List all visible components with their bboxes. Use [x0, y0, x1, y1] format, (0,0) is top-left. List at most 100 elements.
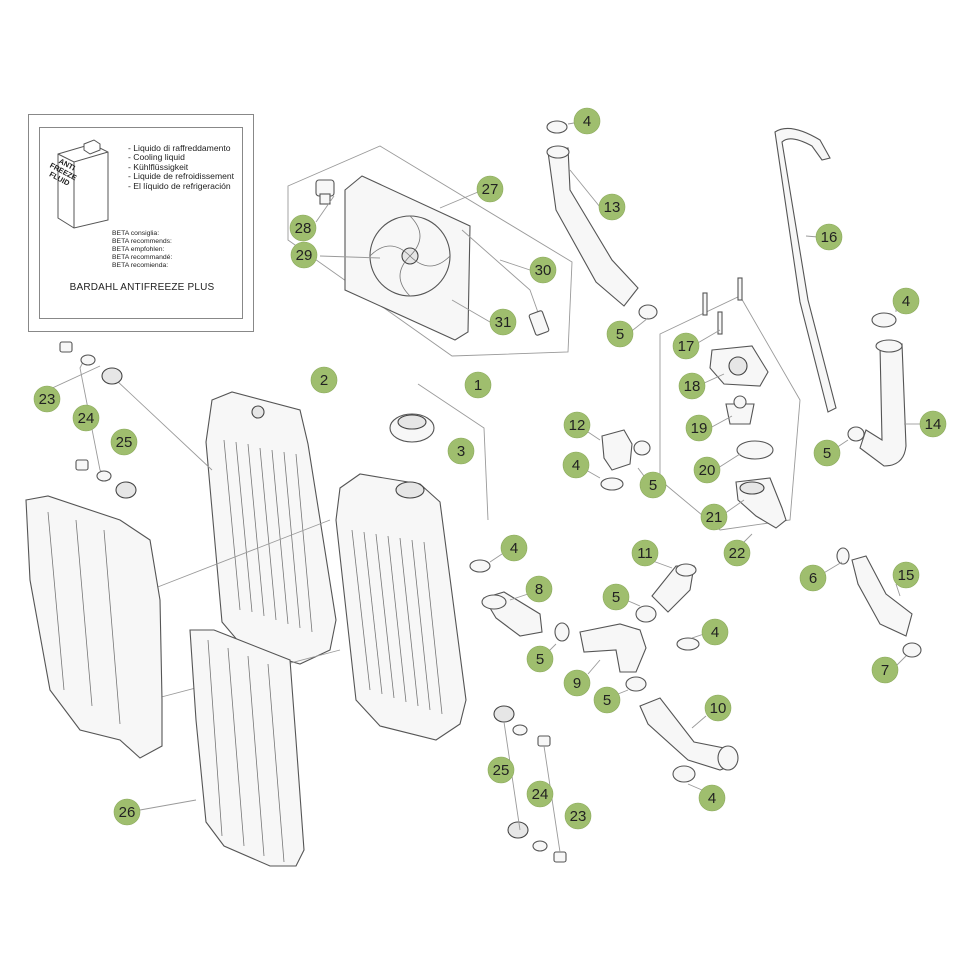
hose-14-end	[875, 339, 903, 353]
t-piece-9	[579, 623, 647, 673]
callout-badge	[529, 256, 557, 284]
part-callout-20: 20	[693, 456, 721, 484]
part-callout-4: 4	[500, 534, 528, 562]
recommend-fr: BETA recommandé:	[112, 254, 173, 261]
callout-number: 28	[295, 220, 312, 237]
part-callout-12: 12	[563, 411, 591, 439]
grommet	[115, 481, 137, 499]
hose-11-end	[675, 563, 697, 577]
part-callout-15: 15	[892, 561, 920, 589]
washer	[96, 470, 112, 482]
radiator-left-filler	[251, 405, 265, 419]
callout-number: 4	[711, 624, 719, 641]
part-callout-5: 5	[602, 583, 630, 611]
coolant-name-en: Cooling liquid	[128, 152, 234, 162]
hose-13	[547, 147, 639, 307]
hose-13-end	[546, 145, 570, 159]
part-callout-4: 4	[892, 287, 920, 315]
grommet	[101, 367, 123, 385]
hose-clamp	[902, 642, 922, 658]
washer	[512, 724, 528, 736]
hose-clamp-ring	[625, 676, 647, 692]
callout-number: 4	[708, 790, 716, 807]
part-callout-23: 23	[33, 385, 61, 413]
callout-badge	[447, 437, 475, 465]
pin	[717, 311, 723, 335]
callout-badge	[72, 404, 100, 432]
callout-badge	[598, 193, 626, 221]
part-callout-1: 1	[464, 371, 492, 399]
callout-badge	[701, 618, 729, 646]
part-callout-17: 17	[672, 332, 700, 360]
hose-clamp-ring	[638, 304, 658, 320]
callout-badge	[487, 756, 515, 784]
callout-badge	[704, 694, 732, 722]
recommend-de: BETA empfohlen:	[112, 246, 165, 253]
callout-number: 5	[603, 692, 611, 709]
callout-badge	[476, 175, 504, 203]
callout-number: 27	[482, 181, 499, 198]
part-callout-18: 18	[678, 372, 706, 400]
hose-clamp	[546, 120, 568, 134]
part-callout-13: 13	[598, 193, 626, 221]
part-callout-10: 10	[704, 694, 732, 722]
callout-number: 3	[457, 443, 465, 460]
hose-clamp-ring	[554, 622, 570, 642]
hose-clamp-ring	[635, 605, 657, 623]
callout-badge	[639, 471, 667, 499]
thermostat-port	[728, 356, 748, 376]
callout-badge	[562, 451, 590, 479]
bolt	[75, 459, 89, 471]
coolant-name-es: El líquido de refrigeración	[128, 181, 234, 191]
recommend-en: BETA recommends:	[112, 238, 172, 245]
callout-number: 5	[823, 445, 831, 462]
callout-badge	[113, 798, 141, 826]
part-callout-5: 5	[606, 320, 634, 348]
callout-number: 5	[649, 477, 657, 494]
callout-badge	[602, 583, 630, 611]
hose-15	[851, 555, 913, 637]
hose-clamp	[469, 559, 491, 573]
recommend-es: BETA recomienda:	[112, 262, 169, 269]
pin	[737, 277, 743, 301]
callout-number: 8	[535, 581, 543, 598]
recommend-it: BETA consiglia:	[112, 230, 160, 237]
callout-badge	[500, 534, 528, 562]
callout-badge	[919, 410, 947, 438]
leader-1	[417, 383, 489, 521]
callout-number: 1	[474, 377, 482, 394]
fan-blade-lines	[369, 215, 451, 297]
thermostat-cover-port	[739, 481, 765, 495]
part-callout-5: 5	[526, 645, 554, 673]
coolant-info-box: ANTI FREEZE FLUID Liquido di raffreddame…	[28, 114, 254, 332]
part-callout-29: 29	[290, 241, 318, 269]
part-callout-22: 22	[723, 539, 751, 567]
part-callout-25: 25	[110, 428, 138, 456]
callout-number: 25	[116, 434, 133, 451]
callout-badge	[33, 385, 61, 413]
part-callout-30: 30	[529, 256, 557, 284]
callout-badge	[813, 439, 841, 467]
callout-number: 26	[119, 804, 136, 821]
elbow-8-end	[481, 594, 507, 610]
callout-badge	[563, 411, 591, 439]
callout-number: 13	[604, 199, 621, 216]
callout-badge	[815, 223, 843, 251]
part-callout-26: 26	[113, 798, 141, 826]
callout-number: 18	[684, 378, 701, 395]
callout-number: 7	[881, 662, 889, 679]
callout-badge	[693, 456, 721, 484]
radiator-right-filler-neck	[395, 481, 425, 499]
callout-number: 9	[573, 675, 581, 692]
part-callout-14: 14	[919, 410, 947, 438]
part-callout-6: 6	[799, 564, 827, 592]
callout-number: 6	[809, 570, 817, 587]
bolt	[537, 735, 551, 747]
grommet	[493, 705, 515, 723]
callout-number: 30	[535, 262, 552, 279]
callout-number: 15	[898, 567, 915, 584]
callout-badge	[678, 372, 706, 400]
coolant-name-de: Kühlflüssigkeit	[128, 162, 234, 172]
callout-badge	[631, 539, 659, 567]
